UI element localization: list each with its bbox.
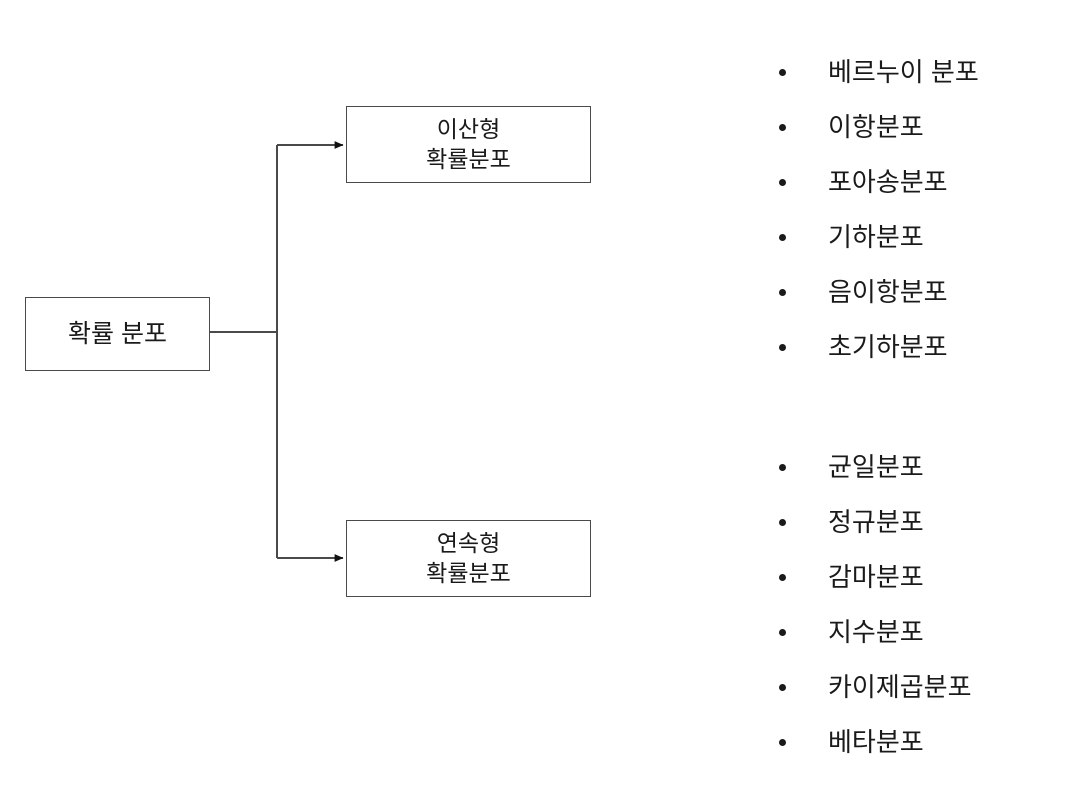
bullet-icon [779, 684, 786, 691]
bullet-icon [779, 69, 786, 76]
list-item[interactable]: 기하분포 [770, 210, 979, 265]
list-item-label: 포아송분포 [828, 167, 948, 197]
list-item[interactable]: 초기하분포 [770, 320, 979, 375]
list-item[interactable]: 베타분포 [770, 715, 972, 770]
bullet-icon [779, 289, 786, 296]
list-item-label: 정규분포 [828, 507, 924, 537]
list-item[interactable]: 지수분포 [770, 605, 972, 660]
list-item[interactable]: 포아송분포 [770, 155, 979, 210]
list-item[interactable]: 음이항분포 [770, 265, 979, 320]
list-item-label: 베타분포 [828, 727, 924, 757]
bullet-icon [779, 464, 786, 471]
list-item-label: 음이항분포 [828, 277, 948, 307]
list-item-label: 기하분포 [828, 222, 924, 252]
list-item[interactable]: 균일분포 [770, 440, 972, 495]
list-item-label: 균일분포 [828, 452, 924, 482]
list-item[interactable]: 카이제곱분포 [770, 660, 972, 715]
list-item-label: 이항분포 [828, 112, 924, 142]
bullet-icon [779, 629, 786, 636]
list-item[interactable]: 감마분포 [770, 550, 972, 605]
node-discrete-label-line2: 확률분포 [426, 145, 511, 172]
node-continuous-label-line2: 확률분포 [426, 559, 511, 586]
node-continuous-label-line1: 연속형 [436, 529, 501, 556]
list-continuous-distributions: 균일분포 정규분포 감마분포 지수분포 카이제곱분포 베타분포 [770, 440, 972, 770]
list-item[interactable]: 이항분포 [770, 100, 979, 155]
list-item-label: 감마분포 [828, 562, 924, 592]
node-continuous-distribution[interactable]: 연속형 확률분포 [346, 520, 591, 597]
node-discrete-distribution[interactable]: 이산형 확률분포 [346, 106, 591, 183]
node-probability-distribution[interactable]: 확률 분포 [25, 297, 210, 371]
list-discrete-distributions: 베르누이 분포 이항분포 포아송분포 기하분포 음이항분포 초기하분포 [770, 45, 979, 375]
bullet-icon [779, 519, 786, 526]
list-item-label: 카이제곱분포 [828, 672, 972, 702]
node-root-label: 확률 분포 [68, 319, 167, 348]
bullet-icon [779, 574, 786, 581]
bullet-icon [779, 124, 786, 131]
list-item-label: 베르누이 분포 [828, 57, 979, 87]
list-item-label: 지수분포 [828, 617, 924, 647]
bullet-icon [779, 344, 786, 351]
list-item[interactable]: 정규분포 [770, 495, 972, 550]
node-discrete-label-line1: 이산형 [436, 115, 501, 142]
list-item[interactable]: 베르누이 분포 [770, 45, 979, 100]
list-item-label: 초기하분포 [828, 332, 948, 362]
bullet-icon [779, 234, 786, 241]
bullet-icon [779, 739, 786, 746]
bullet-icon [779, 179, 786, 186]
